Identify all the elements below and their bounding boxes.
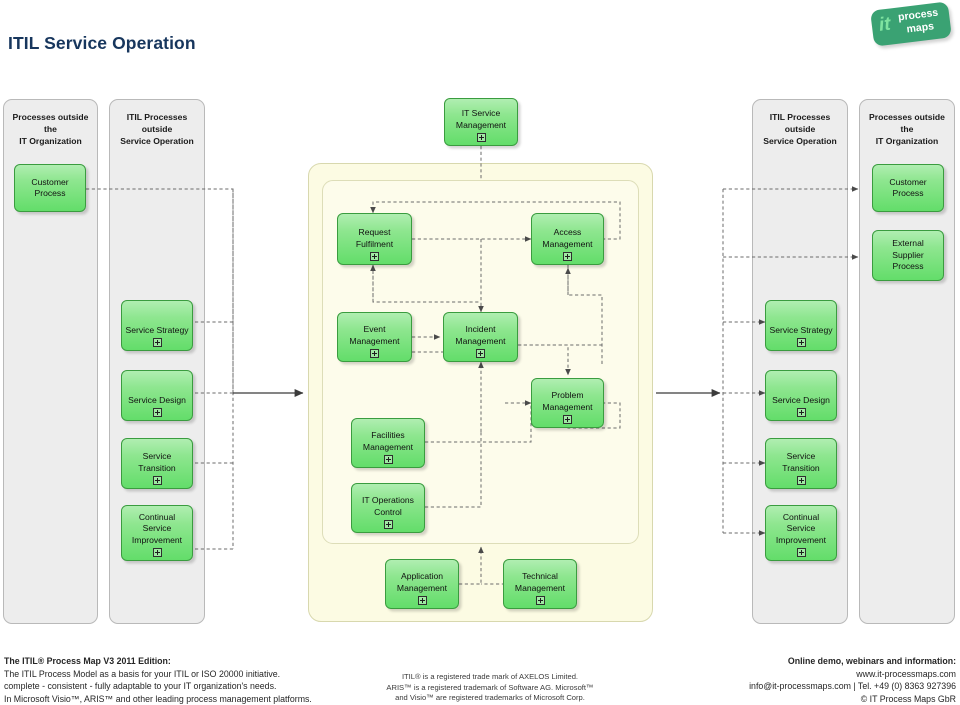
- process-label: Service Strategy: [125, 324, 189, 335]
- footer-left-heading: The ITIL® Process Map V3 2011 Edition:: [4, 656, 171, 666]
- footer-center-line-2: ARIS™ is a registered trademark of Softw…: [386, 682, 594, 692]
- expand-plus-icon[interactable]: [563, 415, 572, 424]
- expand-plus-icon[interactable]: [563, 252, 572, 261]
- footer-left-line-3: In Microsoft Visio™, ARIS™ and other lea…: [4, 693, 312, 704]
- footer-left-line-1: The ITIL Process Model as a basis for yo…: [4, 668, 281, 679]
- expand-plus-icon[interactable]: [476, 349, 485, 358]
- it-process-maps-logo[interactable]: it process maps: [870, 1, 952, 47]
- footer-center-line-1: ITIL® is a registered trade mark of AXEL…: [401, 672, 579, 681]
- footer-left-line-2: complete - consistent - fully adaptable …: [4, 681, 277, 692]
- page-title: ITIL Service Operation: [8, 33, 196, 53]
- expand-plus-icon[interactable]: [535, 596, 545, 605]
- expand-plus-icon[interactable]: [796, 338, 806, 347]
- process-label: Service Strategy: [769, 324, 833, 335]
- expand-plus-icon[interactable]: [152, 476, 162, 485]
- footer-right-copyright: © IT Process Maps GbR: [860, 693, 956, 704]
- logo-text-it: it: [877, 13, 892, 36]
- expand-plus-icon[interactable]: [476, 133, 486, 142]
- expand-plus-icon[interactable]: [796, 548, 806, 557]
- footer-right-contact[interactable]: info@it-processmaps.com | Tel. +49 (0) 8…: [749, 681, 956, 692]
- footer-left: The ITIL® Process Map V3 2011 Edition: T…: [4, 655, 354, 705]
- process-box-service-design-right[interactable]: Service Design: [765, 370, 837, 421]
- process-box-service-strategy-right[interactable]: Service Strategy: [765, 300, 837, 351]
- footer-right-website[interactable]: www.it-processmaps.com: [856, 668, 956, 679]
- process-label: Service Design: [128, 394, 186, 405]
- process-box-service-strategy-left[interactable]: Service Strategy: [121, 300, 193, 351]
- footer-right-heading: Online demo, webinars and information:: [787, 656, 956, 666]
- footer-right: Online demo, webinars and information: w…: [616, 655, 956, 705]
- expand-plus-icon[interactable]: [370, 252, 379, 261]
- expand-plus-icon[interactable]: [383, 455, 393, 464]
- expand-plus-icon[interactable]: [417, 596, 427, 605]
- process-label: Service Design: [772, 394, 830, 405]
- footer-center-line-3: and Visio™ are registered trademarks of …: [395, 693, 585, 703]
- expand-plus-icon[interactable]: [370, 349, 379, 358]
- expand-plus-icon[interactable]: [383, 520, 393, 529]
- expand-plus-icon[interactable]: [796, 408, 806, 417]
- process-box-service-design-left[interactable]: Service Design: [121, 370, 193, 421]
- footer-center: ITIL® is a registered trade mark of AXEL…: [330, 672, 650, 704]
- expand-plus-icon[interactable]: [152, 548, 162, 557]
- expand-plus-icon[interactable]: [796, 476, 806, 485]
- expand-plus-icon[interactable]: [152, 338, 162, 347]
- expand-plus-icon[interactable]: [152, 408, 162, 417]
